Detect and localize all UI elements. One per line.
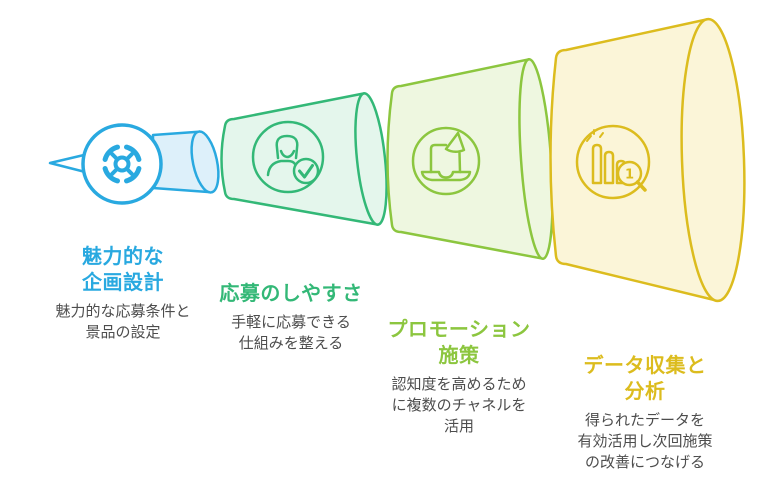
- magnifier-number: 1: [625, 168, 634, 183]
- stage-promotion-title: プロモーション 施策: [387, 317, 531, 367]
- stage-promotion-description: 認知度を高めるため に複数のチャネルを 活用: [391, 375, 527, 435]
- magnifier-lens: [616, 160, 643, 187]
- stage-easy-entry-label: 応募のしやすさ 手軽に応募できる 仕組みを整える: [196, 280, 386, 354]
- easy-entry-cone-cap: [354, 92, 388, 226]
- stage-data-analysis-label: データ収集と 分析 得られたデータを 有効活用し次回施策 の改善につなげる: [550, 352, 740, 473]
- planning-cone-cap: [190, 130, 220, 194]
- stage-data-analysis-shape: 1: [549, 17, 746, 303]
- data-analysis-icon-circle: [575, 124, 651, 200]
- stage-easy-entry-title: 応募のしやすさ: [219, 281, 363, 305]
- easy-entry-icon-circle: [251, 120, 325, 194]
- promotion-icon-circle: [411, 126, 481, 196]
- target-wheel-icon: [102, 144, 142, 184]
- stage-promotion-label: プロモーション 施策 認知度を高めるため に複数のチャネルを 活用: [364, 316, 554, 437]
- laptop-megaphone-icon: [420, 131, 472, 182]
- stage-data-analysis-title: データ収集と 分析: [583, 353, 707, 403]
- data-analysis-cone-cap: [680, 17, 746, 303]
- stage-planning-description: 魅力的な応募条件と 景品の設定: [55, 302, 191, 341]
- stage-easy-entry-shape: [220, 92, 388, 226]
- stage-easy-entry-description: 手軽に応募できる 仕組みを整える: [231, 313, 351, 352]
- stage-data-analysis-description: 得られたデータを 有効活用し次回施策 の改善につなげる: [577, 411, 713, 471]
- chart-magnifier-icon: 1: [586, 129, 647, 192]
- check-badge-circle: [292, 157, 320, 185]
- stage-promotion-shape: [386, 57, 554, 261]
- planning-icon-circle: [81, 123, 163, 205]
- stage-planning-shape: [48, 123, 220, 205]
- stage-planning-label: 魅力的な 企画設計 魅力的な応募条件と 景品の設定: [28, 243, 218, 343]
- applicant-check-icon: [266, 134, 320, 185]
- stage-planning-title: 魅力的な 企画設計: [82, 244, 164, 294]
